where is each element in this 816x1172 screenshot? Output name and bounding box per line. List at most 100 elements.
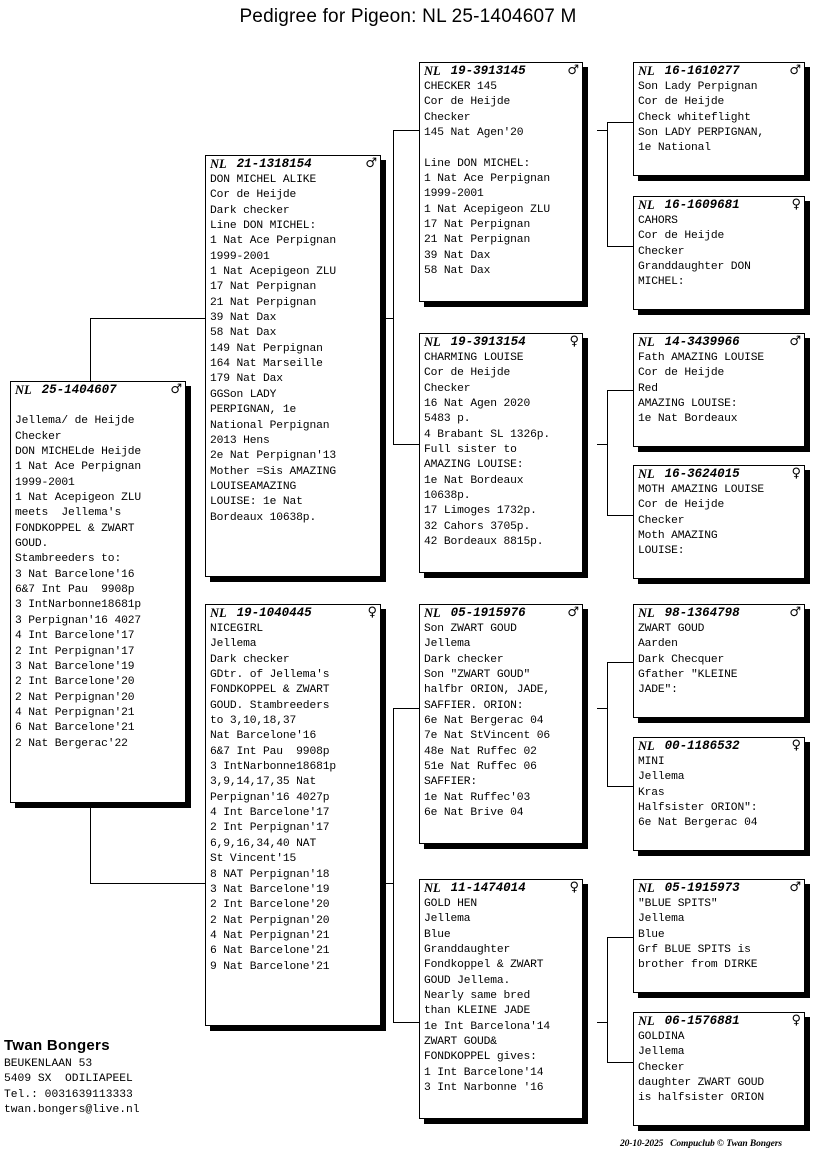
detail-line: 2 Nat Bergerac'22	[15, 737, 128, 750]
detail-line: NICEGIRL	[210, 623, 264, 635]
detail-line: SAFFIER:	[424, 776, 478, 789]
detail-line: brother from DIRKE	[638, 959, 758, 972]
connector-sire-trunk	[393, 130, 394, 444]
box-header: NL 16-1610277 ♂	[634, 63, 804, 79]
detail-line: Granddaughter	[424, 944, 511, 957]
detail-line: 2 Int Perpignan'17	[210, 822, 330, 835]
detail-line: LOUISE: 1e Nat	[210, 496, 303, 509]
detail-line: 3 Nat Barcelone'19	[15, 660, 135, 673]
detail-line: 6 Nat Barcelone'21	[210, 945, 330, 958]
connector-subject-to-sire	[90, 318, 205, 319]
country-code: NL	[638, 606, 655, 620]
connector-dd-trunk	[607, 937, 608, 1062]
country-code: NL	[638, 739, 655, 753]
detail-line: meets Jellema's	[15, 507, 122, 520]
detail-line: AMAZING LOUISE:	[424, 459, 524, 472]
detail-line: 1 Nat Ace Perpignan	[210, 235, 336, 248]
box-header: NL 19-3913154 ♀	[420, 334, 582, 350]
sex-symbol-male: ♂	[789, 605, 801, 620]
breeder-email[interactable]: twan.bongers@live.nl	[4, 1104, 140, 1117]
ring-number: 98-1364798	[664, 606, 740, 620]
detail-line: Fath AMAZING LOUISE	[638, 352, 764, 364]
detail-line: 1 Nat Acepigeon ZLU	[210, 266, 336, 279]
connector-sd-to-dam	[607, 515, 633, 516]
sex-symbol-female: ♀	[569, 880, 579, 895]
connector-ss-trunk	[607, 122, 608, 246]
detail-line: PERPIGNAN, 1e	[210, 404, 297, 417]
detail-line: 3 Nat Barcelone'16	[15, 568, 135, 581]
detail-line: Jellema/ de Heijde	[15, 415, 135, 428]
detail-line: Line DON MICHEL:	[210, 220, 317, 233]
detail-line: Jellema	[638, 771, 685, 784]
ring-number: 16-1610277	[664, 64, 740, 78]
detail-line: 32 Cahors 3705p.	[424, 520, 531, 533]
detail-line: 1 Nat Ace Perpignan	[15, 461, 141, 474]
detail-line: Check whiteflight	[638, 111, 751, 124]
sex-symbol-male: ♂	[170, 382, 182, 397]
detail-line: FONDKOPPEL gives:	[424, 1051, 537, 1064]
breeder-name: Twan Bongers	[4, 1037, 110, 1054]
detail-line: GOLD HEN	[424, 898, 478, 910]
country-code: NL	[424, 881, 441, 895]
detail-line: 17 Limoges 1732p.	[424, 505, 537, 518]
country-code: NL	[638, 467, 655, 481]
detail-line: FONDKOPPEL & ZWART	[15, 522, 135, 535]
detail-line: Kras	[638, 786, 665, 799]
connector-sd-stem	[597, 444, 608, 445]
country-code: NL	[424, 335, 441, 349]
sex-symbol-male: ♂	[365, 156, 377, 171]
detail-line: than KLEINE JADE	[424, 1005, 531, 1018]
detail-line: Stambreeders to:	[15, 553, 122, 566]
detail-line: National Perpignan	[210, 419, 330, 432]
detail-line: "BLUE SPITS"	[638, 898, 718, 910]
detail-line: 6 Nat Barcelone'21	[15, 722, 135, 735]
detail-line	[424, 141, 578, 156]
detail-line: 4 Brabant SL 1326p.	[424, 428, 550, 441]
detail-line: CAHORS	[638, 215, 678, 227]
detail-line: 42 Bordeaux 8815p.	[424, 536, 544, 549]
detail-line: 6e Nat Bergerac 04	[638, 817, 758, 830]
detail-line: Son "ZWART GOUD"	[424, 669, 531, 682]
detail-line: 4 Nat Perpignan'21	[15, 706, 135, 719]
box-header: NL 21-1318154 ♂	[206, 156, 380, 172]
sex-symbol-male: ♂	[789, 880, 801, 895]
detail-line: FONDKOPPEL & ZWART	[210, 684, 330, 697]
detail-line: Nearly same bred	[424, 990, 531, 1003]
detail-line: LOUISEAMAZING	[210, 480, 297, 493]
box-header: NL 16-3624015 ♀	[634, 466, 804, 482]
detail-line: 21 Nat Perpignan	[210, 296, 317, 309]
sex-symbol-male: ♂	[789, 63, 801, 78]
detail-line: Gfather "KLEINE	[638, 669, 738, 682]
detail-line: MOTH AMAZING LOUISE	[638, 484, 764, 496]
detail-line: 164 Nat Marseille	[210, 358, 323, 371]
detail-line: Dark checker	[210, 653, 290, 666]
detail-line: 149 Nat Perpignan	[210, 342, 323, 355]
detail-line: 4 Int Barcelone'17	[210, 807, 330, 820]
detail-line: 6&7 Int Pau 9908p	[15, 584, 135, 597]
detail-line: Blue	[424, 928, 451, 941]
detail-line: DON MICHELde Heijde	[15, 446, 141, 459]
connector-ds-to-dam	[607, 786, 633, 787]
detail-line: 17 Nat Perpignan	[424, 219, 531, 232]
connector-sire-to-sire-sire	[393, 130, 419, 131]
detail-line: Checker	[638, 1061, 685, 1074]
